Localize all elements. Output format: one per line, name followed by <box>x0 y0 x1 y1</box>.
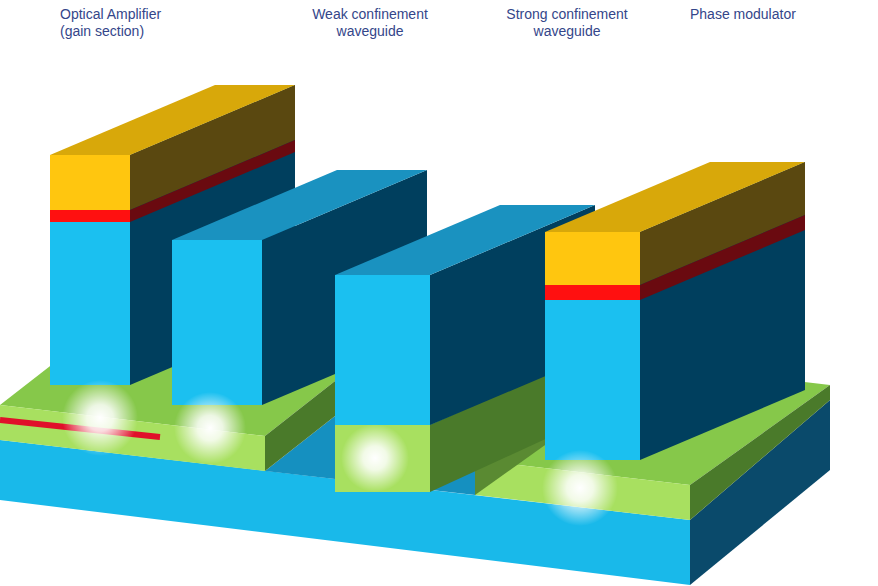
contact-top <box>50 85 295 155</box>
pillar-top <box>172 170 427 240</box>
optical-mode <box>341 424 409 492</box>
ridge-front <box>335 425 430 492</box>
optical-mode <box>542 450 618 526</box>
active-layer <box>545 285 640 300</box>
pillar-front <box>335 275 430 425</box>
part-label: Optical Amplifier (gain section) <box>60 6 185 40</box>
pillar-front <box>172 240 262 405</box>
contact-top <box>545 162 805 232</box>
pillar-front <box>50 222 130 385</box>
part-label: Phase modulator <box>690 6 860 23</box>
metal-contact <box>50 155 130 210</box>
contact-side <box>640 215 805 300</box>
pillar-front <box>545 300 640 460</box>
optical-mode <box>62 380 138 456</box>
metal-contact <box>545 232 640 285</box>
optical-mode <box>174 392 246 464</box>
part-label: Strong confinement waveguide <box>492 6 642 40</box>
active-layer <box>50 210 130 222</box>
part-label: Weak confinement waveguide <box>300 6 440 40</box>
